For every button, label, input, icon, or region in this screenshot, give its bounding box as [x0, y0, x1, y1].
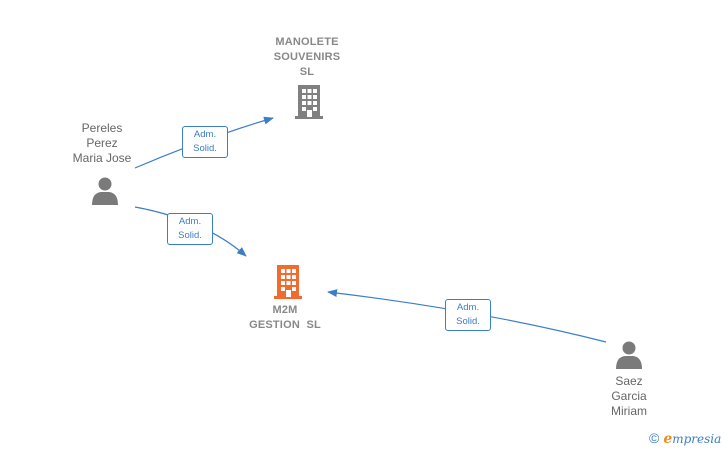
label-line: SOUVENIRS: [273, 51, 341, 63]
label-line: M2M: [272, 304, 298, 316]
brand-name-rest: mpresia: [672, 432, 722, 446]
building-icon[interactable]: [272, 263, 304, 299]
role-line: Solid.: [193, 143, 217, 154]
role-line: Solid.: [178, 230, 202, 241]
person-icon[interactable]: [90, 176, 120, 206]
person-icon[interactable]: [614, 340, 644, 370]
label-line: Perez: [86, 136, 118, 150]
brand-watermark[interactable]: ©empresia: [649, 430, 721, 447]
role-line: Adm.: [193, 129, 217, 140]
label-line: Pereles: [81, 121, 123, 135]
role-line: Adm.: [456, 302, 480, 313]
building-icon[interactable]: [293, 83, 325, 119]
role-line: Adm.: [178, 216, 202, 227]
person-label-saez[interactable]: Saez Garcia Miriam: [579, 374, 679, 419]
label-line: Garcia: [611, 389, 647, 403]
role-line: Solid.: [456, 316, 480, 327]
role-badge-pereles-m2m[interactable]: Adm. Solid.: [167, 213, 213, 245]
label-line: Miriam: [611, 404, 647, 418]
brand-name-initial: e: [663, 431, 673, 447]
label-line: GESTION SL: [249, 319, 321, 331]
copyright-icon: ©: [649, 430, 660, 446]
label-line: Maria Jose: [72, 151, 132, 165]
company-label-m2m[interactable]: M2M GESTION SL: [230, 303, 340, 333]
label-line: MANOLETE: [275, 36, 339, 48]
label-line: SL: [299, 66, 315, 78]
role-badge-pereles-manolete[interactable]: Adm. Solid.: [182, 126, 228, 158]
person-label-pereles[interactable]: Pereles Perez Maria Jose: [52, 121, 152, 166]
label-line: Saez: [615, 374, 643, 388]
brand-name: empresia: [663, 431, 722, 447]
role-badge-saez-m2m[interactable]: Adm. Solid.: [445, 299, 491, 331]
company-label-manolete[interactable]: MANOLETE SOUVENIRS SL: [252, 35, 362, 80]
